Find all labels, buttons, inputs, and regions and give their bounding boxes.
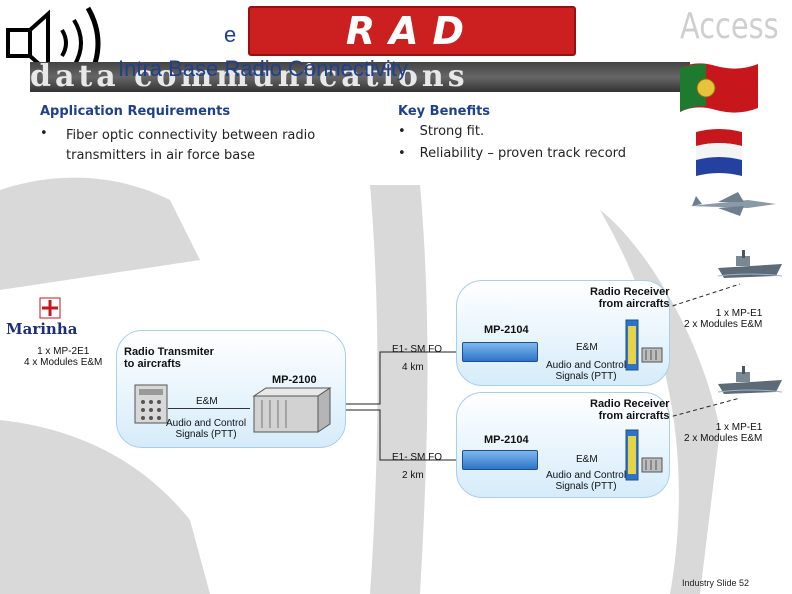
upper-em-label: E&M [576, 342, 598, 353]
rad-logo: RAD [248, 6, 576, 56]
upper-link-label: E1- SM FO [392, 344, 443, 355]
marinha-logo: Marinha [4, 296, 96, 338]
upper-radio-receiver-icon [625, 319, 663, 371]
upper-distance-label: 4 km [402, 362, 424, 373]
lower-ship-icon [717, 366, 783, 394]
marinha-emblem-icon [39, 297, 61, 319]
lower-distance-label: 2 km [402, 470, 424, 481]
netherlands-flag-icon [696, 129, 742, 176]
slide-title: Intra Base Radio Connectivity [118, 56, 408, 81]
lower-modules-label: 1 x MP-E1 2 x Modules E&M [684, 422, 763, 444]
benefit-bullet-2-text: Reliability – proven track record [419, 146, 627, 161]
benefit-bullet-1: •Strong fit. [398, 124, 485, 139]
lower-mp-2104-label: MP-2104 [484, 434, 529, 446]
upper-ship-icon [717, 250, 783, 278]
upper-modules-label: 1 x MP-E1 2 x Modules E&M [684, 308, 763, 330]
lower-em-label: E&M [576, 454, 598, 465]
portugal-flag-icon [680, 63, 758, 113]
mp-2100-chassis-icon [252, 387, 332, 433]
application-bullet: • Fiber optic connectivity between radio… [40, 126, 360, 166]
aircraft-icon [690, 192, 776, 216]
lower-audio-label: Audio and Control Signals (PTT) [546, 470, 627, 492]
left-em-label: E&M [196, 396, 218, 407]
left-modules-label: 1 x MP-2E1 4 x Modules E&M [24, 346, 103, 368]
radio-transmitter-label: Radio Transmiter to aircrafts [124, 346, 214, 370]
lower-radio-receiver-icon [625, 429, 663, 481]
mp-2100-label: MP-2100 [272, 374, 317, 386]
slide-title-fragment: e [224, 22, 237, 47]
lower-mp-2104-device [462, 450, 538, 470]
left-em-line [168, 408, 250, 409]
access-wordmark: Access [680, 6, 779, 47]
application-requirements-heading: Application Requirements [40, 104, 231, 119]
upper-mp-2104-device [462, 342, 538, 362]
benefit-bullet-1-text: Strong fit. [419, 124, 485, 139]
upper-radio-receiver-label: Radio Receiver from aircrafts [590, 286, 670, 310]
lower-radio-receiver-label: Radio Receiver from aircrafts [590, 398, 670, 422]
key-benefits-heading: Key Benefits [398, 104, 491, 119]
data-communications-banner: data communications [30, 62, 690, 92]
slide-footer: Industry Slide 52 [682, 578, 750, 588]
left-audio-label: Audio and Control Signals (PTT) [166, 418, 247, 440]
radio-transmitter-icon [134, 384, 168, 424]
benefit-bullet-2: •Reliability – proven track record [398, 146, 627, 161]
marinha-logo-text: Marinha [6, 320, 78, 338]
application-bullet-text: Fiber optic connectivity between radio t… [66, 128, 316, 163]
upper-audio-label: Audio and Control Signals (PTT) [546, 360, 627, 382]
lower-link-label: E1- SM FO [392, 452, 443, 463]
upper-mp-2104-label: MP-2104 [484, 324, 529, 336]
